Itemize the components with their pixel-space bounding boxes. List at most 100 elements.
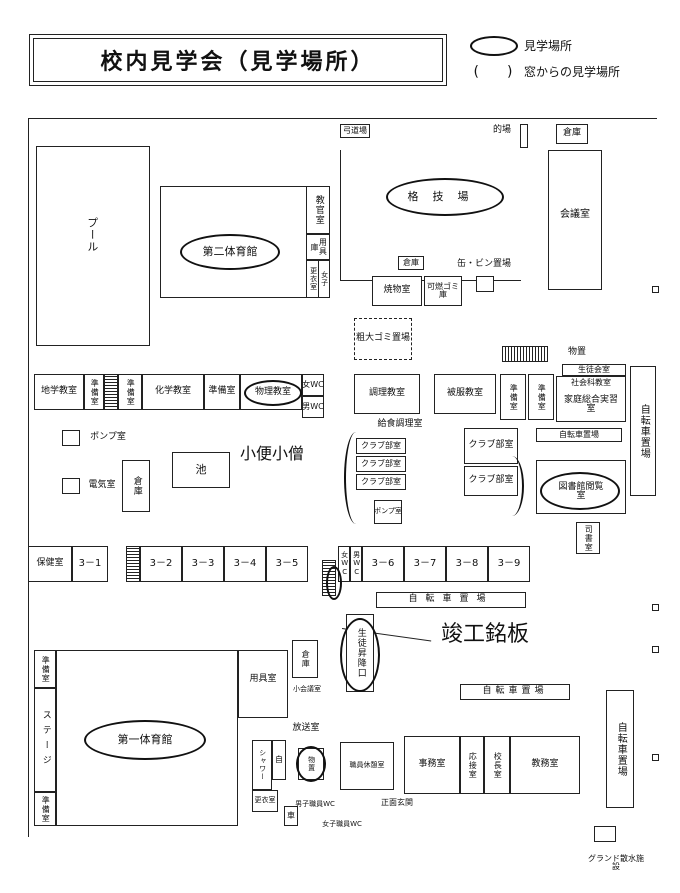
kanengomi: [424, 276, 462, 306]
chigaku-label: 地学教室: [40, 386, 77, 397]
butsuko-visit-marker: [296, 746, 326, 782]
shower: [252, 740, 272, 790]
kyushoku-label: 給食調理室: [377, 419, 423, 430]
club1-label: クラブ部室: [361, 440, 401, 450]
jitensha2-label: 自転車置場: [408, 594, 494, 605]
shokuin-kyukei: [340, 742, 394, 790]
club2-label: クラブ部室: [361, 458, 401, 468]
jokoui-label: 女子: [320, 271, 329, 287]
junbi-stage: [34, 650, 56, 688]
soko2: [398, 256, 424, 270]
jitensha3-label: 自転車置場: [482, 686, 548, 697]
kyokanshitsu: [306, 186, 330, 234]
junbi3: [204, 374, 240, 410]
jitensha-east: [630, 366, 656, 496]
page-title: 校内見学会（見学場所）: [29, 34, 447, 86]
soko2-label: 倉庫: [403, 257, 419, 267]
c36-label: 3－6: [371, 557, 395, 569]
fence-post: [652, 286, 659, 293]
kanbin-label: 缶・ビン置場: [456, 259, 511, 270]
pump1-label: ポンプ室: [90, 432, 126, 443]
shokuin-kyukei-label: 職員休憩室: [349, 761, 385, 770]
seikatsu: [562, 364, 626, 376]
jitensha4: [606, 690, 634, 808]
pool: [36, 146, 150, 346]
joshi-kyoin-label: 女子職員WC: [322, 820, 362, 829]
c36: [362, 546, 404, 582]
soko4: [292, 640, 318, 678]
jowc2-label: 女WC: [340, 551, 349, 577]
legend-visit-label: 見学場所: [524, 38, 573, 53]
pump2: [374, 500, 402, 524]
kakugijo-label: 格技場: [407, 190, 483, 204]
denki: [62, 478, 80, 494]
ground-label: グランド散水施設: [588, 853, 644, 871]
koui-label: 更衣室: [309, 267, 318, 291]
junbi-stage2: [34, 792, 56, 826]
ike-label: 池: [195, 463, 207, 477]
pump2-label: ポンプ室: [374, 507, 402, 516]
koui2: [252, 790, 278, 812]
club-east-visit-marker: [500, 456, 524, 516]
shisho: [576, 522, 600, 554]
chori-label: 調理教室: [368, 388, 405, 399]
club-visit-marker: [344, 432, 368, 524]
matoba: [520, 124, 528, 148]
junbi1: [84, 374, 104, 410]
kakugijo-visit-marker: [386, 178, 504, 216]
fence-post: [652, 754, 659, 761]
c32-label: 3－2: [149, 557, 173, 569]
junbi-stage2-label: 準備室: [41, 795, 51, 823]
club4-label: クラブ部室: [468, 440, 514, 451]
shokyakubutsu-label: 焼物室: [383, 285, 411, 296]
koui2-label: 更衣室: [254, 796, 276, 805]
c35: [266, 546, 308, 582]
soko3-label: 倉庫: [131, 476, 142, 496]
chori: [354, 374, 420, 414]
c39-label: 3－9: [497, 557, 521, 569]
danwc-label: 男WC: [302, 401, 324, 411]
jokoui: [318, 260, 330, 298]
shoko-label: 生徒昇降口: [355, 628, 366, 678]
gym1-visit-marker: [84, 720, 206, 760]
jiko-label: 自: [275, 754, 283, 764]
c37-label: 3－7: [413, 557, 437, 569]
jitensha4-label: 自転車置場: [615, 721, 627, 777]
c34-label: 3－4: [233, 557, 257, 569]
kyokanshitsu-label: 教官室: [313, 195, 324, 225]
monooki-label: 物置: [567, 347, 586, 358]
c33-label: 3－3: [191, 557, 215, 569]
kaigishitsu-label: 会議室: [560, 208, 590, 220]
shakai: [556, 376, 626, 422]
jitensha3: [460, 684, 570, 700]
danwc: [302, 396, 324, 418]
genkan-label: 正面玄関: [381, 797, 413, 807]
sodaigomi-label: 粗大ゴミ置場: [355, 333, 410, 344]
kagaku-label: 化学教室: [154, 386, 191, 397]
danwc2-label: 男WC: [352, 551, 361, 577]
jiko: [272, 740, 286, 780]
junbi2: [118, 374, 142, 410]
kyomu-label: 教務室: [531, 759, 559, 770]
c38-label: 3－8: [455, 557, 479, 569]
fence-post: [652, 604, 659, 611]
danshi-kyoin-label: 男子職員WC: [295, 800, 335, 809]
hifuku: [434, 374, 496, 414]
toshokan-visit-marker: [540, 472, 620, 510]
oset-label: 応接室: [468, 751, 478, 779]
jitensha1-label: 自転車置場: [559, 429, 599, 439]
junbi5-label: 準備室: [537, 383, 547, 411]
chigaku: [34, 374, 84, 410]
kanengomi-label: 可燃ゴミ庫: [427, 281, 459, 299]
club3-label: クラブ部室: [361, 476, 401, 486]
shoko-visit-marker: [340, 618, 380, 692]
jowc: [302, 374, 324, 396]
shower-label: シャワー: [258, 749, 267, 781]
katei-label: 家庭総合実習室: [563, 394, 618, 414]
junbi-stage-label: 準備室: [41, 655, 51, 683]
ground-box: [594, 826, 616, 842]
legend-window-label: 窓からの見学場所: [524, 64, 621, 79]
c31-label: 3－1: [78, 557, 102, 569]
gym2-label: 第二体育館: [202, 245, 258, 259]
denki-label: 電気室: [88, 480, 116, 491]
